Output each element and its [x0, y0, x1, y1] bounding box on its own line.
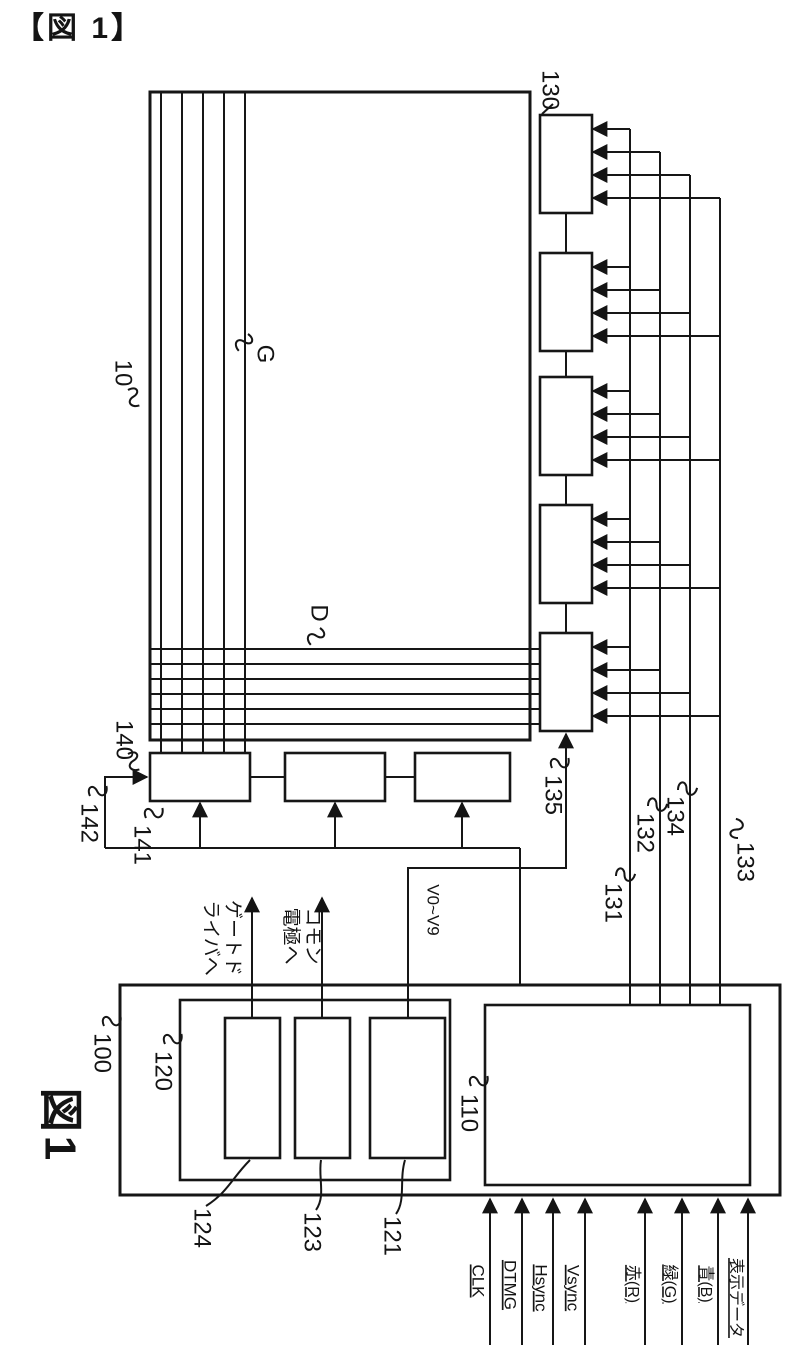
controller-outer-box: [118, 983, 782, 1197]
leader-line-130: [541, 103, 554, 115]
source-driver-box: [538, 631, 594, 733]
source-driver-box: [538, 113, 594, 215]
signal-label-clk: CLK: [469, 1264, 488, 1298]
source-driver-column: [538, 113, 594, 733]
leader-curve-123: [315, 1159, 323, 1211]
regulator-block-box: [178, 998, 452, 1182]
input-signal-labels: CLK DTMG Hsync Vsync 赤(R) 緑(G) 青(B) 表示デー…: [469, 1258, 746, 1338]
source-driver-box: [538, 251, 594, 353]
vref-v0-v9-line: [407, 732, 574, 1018]
power-box-middle: [283, 751, 387, 803]
leader-curve-121: [395, 1159, 406, 1215]
control-block-box: [483, 1003, 752, 1187]
ref-label-133: 133: [732, 842, 759, 882]
signal-label-hsync: Hsync: [532, 1264, 551, 1312]
ref-label-135: 135: [540, 775, 567, 815]
driver-input-arrows: [591, 121, 720, 724]
vref-v0-v9-label: V0~V9: [424, 884, 443, 936]
regulator-box-124: [223, 1016, 282, 1160]
to-common-electrode-label-line1: コモン: [302, 907, 323, 964]
annotation-texts: ゲートド ライバへ コモン 電極へ V0~V9: [200, 884, 443, 976]
gate-lines: [160, 92, 246, 753]
lcd-panel-box: [148, 90, 532, 742]
regulator-box-121: [368, 1016, 447, 1160]
control-bus-lines: [629, 129, 721, 1005]
reference-leaders: [86, 103, 749, 1215]
figure-caption: 【図 1】: [14, 12, 144, 45]
ref-label-121: 121: [379, 1216, 406, 1256]
leader-curve-124: [205, 1159, 251, 1207]
ref-label-141: 141: [129, 825, 156, 865]
leader-squiggle-d: [305, 626, 327, 647]
power-input-arrow-142: [104, 769, 149, 848]
reference-numerals: 10 G D 130 131 132 134 133 135 140 142 1…: [76, 70, 759, 1256]
power-chain-section: [148, 751, 512, 803]
to-gate-driver-label-line1: ゲートド: [222, 900, 244, 976]
ref-label-134: 134: [662, 796, 689, 836]
data-lines: [150, 648, 540, 725]
controller-section: [118, 983, 782, 1197]
power-box-right: [413, 751, 512, 803]
signal-label-green: 緑(G): [661, 1264, 679, 1303]
leader-squiggle-10: [123, 385, 145, 409]
signal-label-display-data: 表示データ: [727, 1258, 746, 1338]
power-wiring: [104, 732, 574, 1018]
source-driver-box: [538, 375, 594, 477]
signal-label-dtmg: DTMG: [501, 1260, 520, 1310]
signal-label-blue: 青(B): [697, 1265, 715, 1302]
input-signal-wires: [482, 1197, 756, 1345]
ref-label-d: D: [306, 604, 333, 621]
ref-label-123: 123: [299, 1212, 326, 1252]
power-box-140: [148, 751, 252, 803]
leader-squiggle-141: [142, 801, 166, 824]
ref-label-110: 110: [456, 1094, 483, 1132]
ref-label-124: 124: [189, 1208, 216, 1248]
signal-label-red: 赤(R): [624, 1265, 642, 1303]
ref-label-142: 142: [76, 803, 103, 843]
figure-number-label: 図1: [35, 1088, 84, 1164]
ref-label-132: 132: [632, 813, 659, 853]
source-driver-box: [538, 503, 594, 605]
ref-label-130: 130: [537, 70, 564, 110]
to-common-electrode-label-line2: 電極へ: [280, 907, 302, 964]
ref-label-10: 10: [110, 360, 137, 387]
leader-squiggle-133: [724, 816, 749, 842]
ref-label-131: 131: [600, 883, 627, 923]
signal-label-vsync: Vsync: [564, 1265, 583, 1312]
ref-label-120: 120: [150, 1051, 177, 1091]
lcd-panel-section: [148, 90, 532, 742]
regulator-box-123: [293, 1016, 352, 1160]
ref-label-100: 100: [89, 1033, 116, 1073]
ref-label-140: 140: [111, 720, 138, 760]
to-gate-driver-label-line2: ライバへ: [200, 900, 221, 976]
ref-label-g: G: [252, 345, 279, 364]
